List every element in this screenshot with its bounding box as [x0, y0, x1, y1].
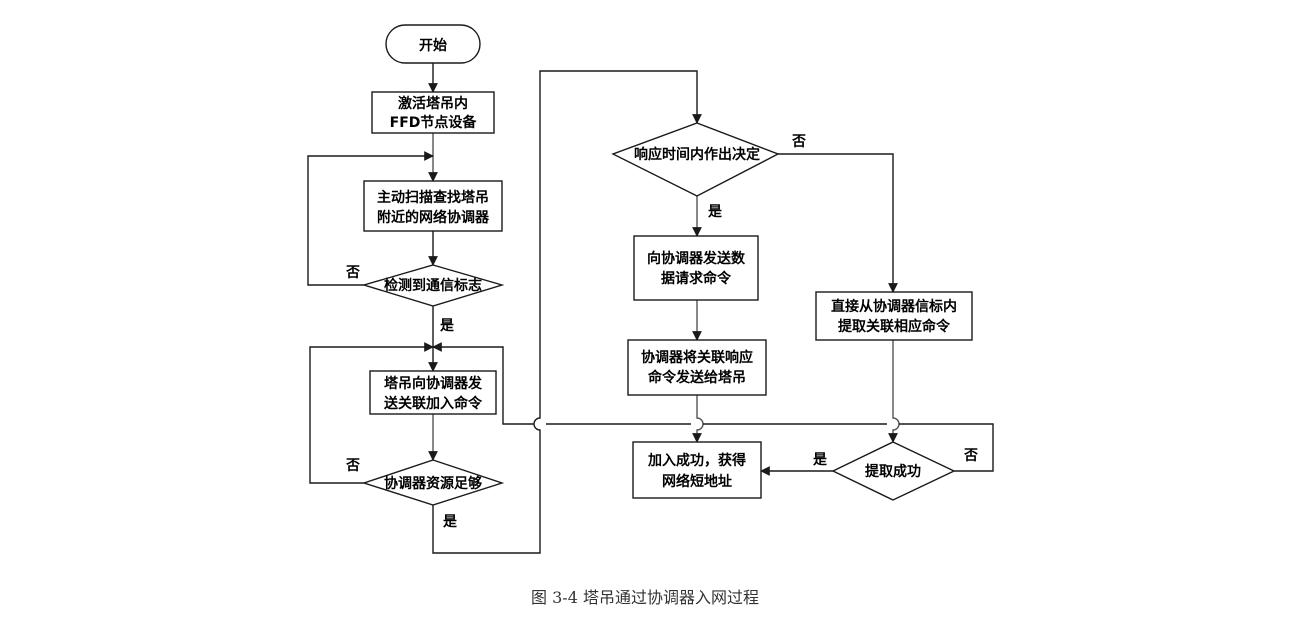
detect-no-label: 否: [345, 265, 360, 281]
node-detect-label: 检测到通信标志: [384, 277, 482, 294]
node-detect: 检测到通信标志: [361, 264, 505, 307]
node-send-data-line2: 据请求命令: [661, 270, 732, 287]
node-send-data-line1: 向协调器发送数: [647, 250, 746, 267]
node-success-line2: 网络短地址: [662, 473, 732, 490]
node-coord-send-line1: 协调器将关联响应: [641, 349, 753, 366]
node-success: 加入成功，获得 网络短地址: [632, 441, 762, 499]
node-send-data: 向协调器发送数 据请求命令: [633, 235, 759, 301]
node-extract: 直接从协调器信标内 提取关联相应命令: [815, 291, 973, 341]
node-scan: 主动扫描查找塔吊 附近的网络协调器: [363, 180, 503, 232]
node-extract-ok-label: 提取成功: [865, 463, 921, 480]
node-resource: 协调器资源足够: [361, 459, 505, 506]
node-scan-line2: 附近的网络协调器: [377, 209, 490, 226]
node-coord-send-line2: 命令发送给塔吊: [647, 369, 746, 386]
resource-yes-label: 是: [443, 514, 458, 530]
node-activate-line2: FFD节点设备: [390, 114, 478, 131]
node-send-join-line2: 送关联加入命令: [383, 395, 483, 412]
decide-yes-label: 是: [708, 204, 723, 220]
node-decide: 响应时间内作出决定: [611, 122, 780, 197]
node-extract-line2: 提取关联相应命令: [838, 318, 951, 335]
connectors: [307, 63, 994, 554]
node-success-line1: 加入成功，获得: [647, 452, 746, 469]
extract-no-label: 否: [963, 448, 978, 464]
node-send-join-line1: 塔吊向协调器发: [384, 375, 483, 392]
node-scan-line1: 主动扫描查找塔吊: [377, 189, 489, 206]
node-resource-label: 协调器资源足够: [384, 475, 482, 492]
node-extract-line1: 直接从协调器信标内: [831, 298, 957, 315]
node-start: 开始: [385, 24, 481, 64]
detect-yes-label: 是: [440, 318, 455, 334]
resource-no-label: 否: [345, 458, 360, 474]
branch-labels: 否 是 否 是 否 是 是 否: [345, 134, 978, 530]
node-activate: 激活塔吊内 FFD节点设备: [371, 91, 495, 134]
node-decide-label: 响应时间内作出决定: [634, 146, 760, 163]
decide-no-label: 否: [791, 134, 806, 150]
extract-yes-label: 是: [813, 452, 828, 468]
figure-caption: 图 3-4 塔吊通过协调器入网过程: [531, 588, 759, 607]
node-extract-ok: 提取成功: [831, 441, 956, 501]
node-start-label: 开始: [419, 37, 447, 54]
node-coord-send: 协调器将关联响应 命令发送给塔吊: [627, 339, 767, 396]
node-send-join: 塔吊向协调器发 送关联加入命令: [369, 370, 497, 415]
node-activate-line1: 激活塔吊内: [398, 95, 468, 112]
